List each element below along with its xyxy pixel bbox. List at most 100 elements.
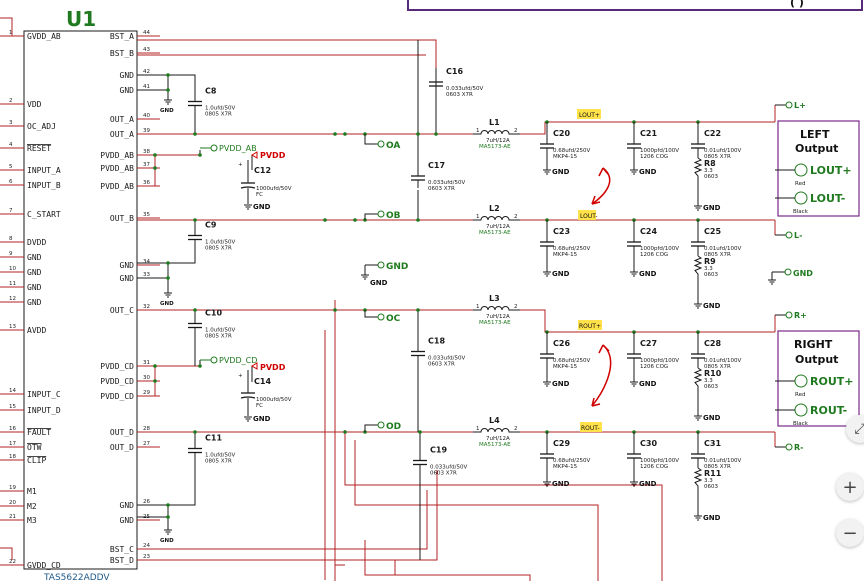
left-output-box[interactable]: LEFT Output LOUT+ Red LOUT- Black bbox=[775, 120, 860, 217]
pin-number: 36 bbox=[143, 180, 150, 186]
zoom-in-button[interactable]: + bbox=[836, 473, 864, 501]
zoom-out-button[interactable]: − bbox=[836, 519, 864, 547]
net-l-plus[interactable]: L+ bbox=[775, 101, 806, 110]
pin-name: GND bbox=[120, 86, 135, 95]
net-od[interactable]: OD bbox=[364, 421, 401, 432]
net-pvdd-bottom[interactable]: PVDD bbox=[251, 362, 286, 372]
junction-dot bbox=[166, 276, 170, 280]
pin-name: OC_ADJ bbox=[27, 122, 56, 131]
ground-icon: GND bbox=[543, 270, 570, 278]
net-pvdd-top[interactable]: PVDD bbox=[251, 151, 286, 160]
net-pvdd-cd[interactable]: PVDD_CD bbox=[200, 356, 257, 365]
capacitor-ref: C11 bbox=[205, 434, 222, 443]
chip-ground: GND bbox=[160, 529, 174, 544]
capacitor-package: MKP4-15 bbox=[553, 464, 578, 470]
net-oc[interactable]: OC bbox=[364, 310, 401, 324]
capacitor-ref: C30 bbox=[640, 439, 657, 448]
net-gnd-right[interactable]: GND bbox=[771, 268, 813, 280]
pin-name: GVDD_AB bbox=[27, 32, 61, 41]
net-gnd-mid[interactable]: GND bbox=[364, 261, 408, 275]
right-output-box[interactable]: RIGHT Output ROUT+ Red ROUT- Black bbox=[775, 330, 860, 427]
net-label-pvdd-ab: PVDD_AB bbox=[219, 144, 257, 153]
pin-name: M1 bbox=[27, 487, 37, 496]
net-pvdd-ab[interactable]: PVDD_AB bbox=[200, 144, 257, 153]
fit-view-button[interactable]: ⤢ bbox=[846, 415, 864, 443]
net-ob[interactable]: OB bbox=[364, 210, 401, 221]
junction-dot bbox=[166, 261, 170, 265]
junction-dot bbox=[333, 132, 337, 136]
junction-dot bbox=[153, 166, 157, 170]
net-oa[interactable]: OA bbox=[364, 134, 400, 151]
pin-number: 7 bbox=[9, 208, 13, 214]
net-l-minus[interactable]: L- bbox=[775, 231, 802, 240]
junction-dot bbox=[166, 88, 170, 92]
net-r-plus[interactable]: R+ bbox=[775, 311, 807, 320]
net-r-minus[interactable]: R- bbox=[775, 443, 803, 452]
pin-number: 23 bbox=[143, 554, 150, 560]
